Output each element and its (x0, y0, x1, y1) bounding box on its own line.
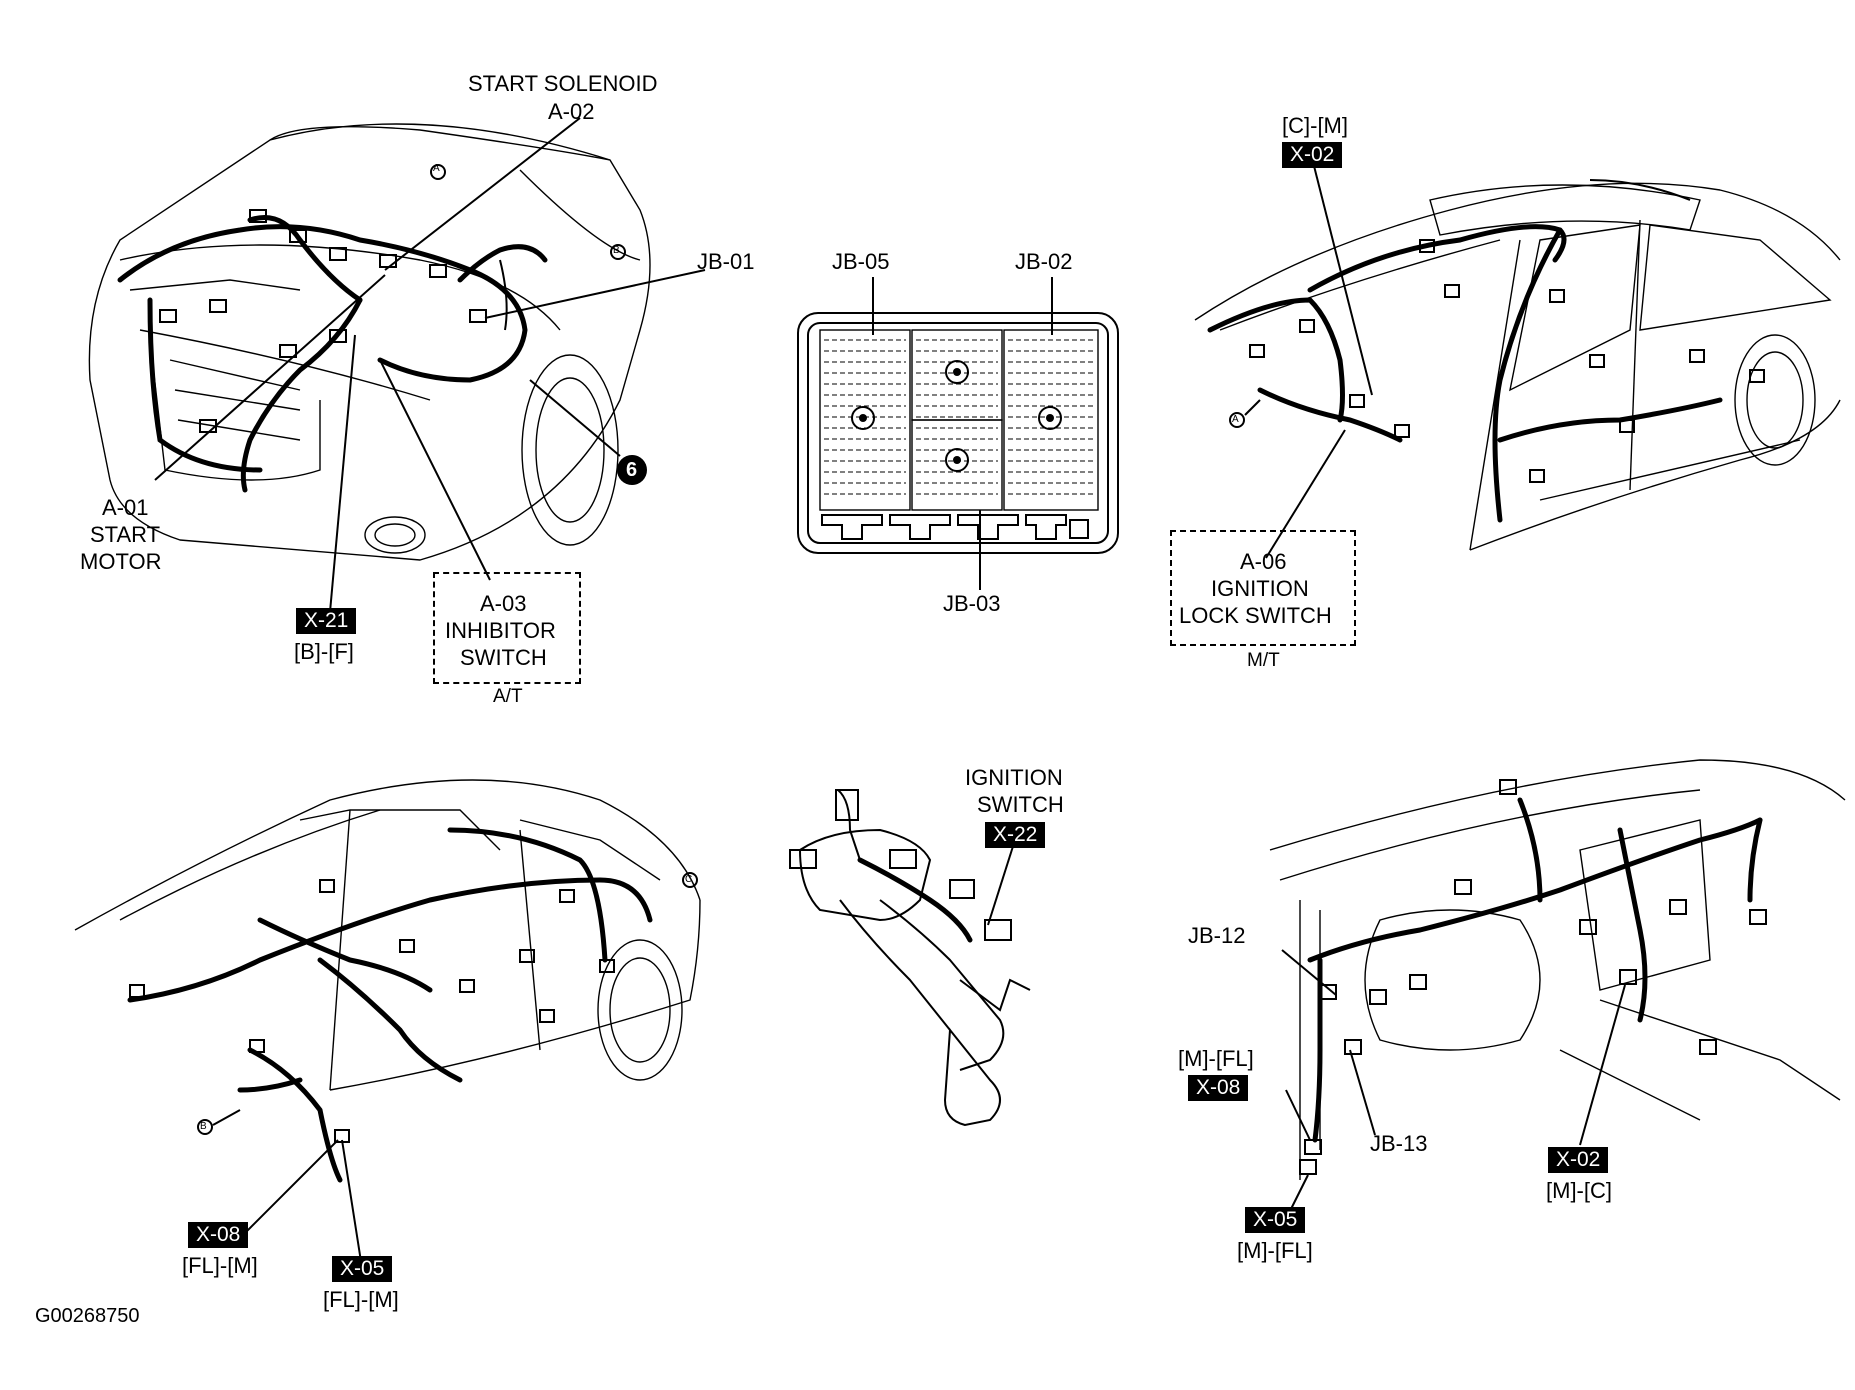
x02-cabin-pins: [C]-[M] (1282, 113, 1348, 138)
ref-c-body: C (685, 874, 693, 885)
jb02-label: JB-02 (1015, 249, 1073, 274)
ref-a-engine: A (433, 163, 440, 174)
inhibitor-dashed-box (433, 572, 581, 684)
start-motor-line2: MOTOR (80, 549, 162, 574)
ignition-lock-code: A-06 (1240, 549, 1287, 574)
start-solenoid-code: A-02 (548, 99, 595, 124)
ref-b-engine: B (613, 245, 620, 256)
x21-pins: [B]-[F] (294, 639, 354, 664)
ignition-lock-line1: IGNITION (1211, 576, 1309, 601)
jb03-label: JB-03 (943, 591, 1001, 616)
x02-dash-pins: [M]-[C] (1546, 1178, 1612, 1203)
inhibitor-line2: SWITCH (460, 645, 547, 670)
start-solenoid-label: START SOLENOID (468, 71, 658, 96)
x05-body-pins: [FL]-[M] (323, 1287, 399, 1312)
x21-code-tag: X-21 (296, 608, 357, 634)
steering-column-drawing (789, 789, 1031, 1127)
x05-dash-code-tag: X-05 (1245, 1207, 1306, 1233)
jb01-label: JB-01 (697, 249, 755, 274)
x08-dash-code-tag: X-08 (1188, 1075, 1249, 1101)
cabin-right-drawing (1194, 161, 1841, 559)
ignition-lock-line2: LOCK SWITCH (1179, 603, 1332, 628)
start-motor-line1: START (90, 522, 161, 547)
jb12-label: JB-12 (1188, 923, 1246, 948)
engine-bay-drawing (88, 117, 706, 613)
ref-a-cabin: A (1232, 414, 1239, 425)
x08-body-pins: [FL]-[M] (182, 1253, 258, 1278)
x08-dash-pins: [M]-[FL] (1178, 1046, 1254, 1071)
jb05-label: JB-05 (832, 249, 890, 274)
jb13-label: JB-13 (1370, 1131, 1428, 1156)
ignition-switch-line1: IGNITION (965, 765, 1063, 790)
x05-body-code-tag: X-05 (332, 1256, 393, 1282)
x05-dash-pins: [M]-[FL] (1237, 1238, 1313, 1263)
x02-dash-code-tag: X-02 (1548, 1147, 1609, 1173)
figure-id: G00268750 (35, 1305, 140, 1327)
inhibitor-code: A-03 (480, 591, 527, 616)
ignition-lock-dashed-box (1170, 530, 1356, 646)
inhibitor-note: A/T (493, 686, 523, 707)
x22-code-tag: X-22 (985, 822, 1046, 848)
ignition-switch-line2: SWITCH (977, 792, 1064, 817)
ref-b-body: B (200, 1121, 207, 1132)
ignition-lock-note: M/T (1247, 650, 1280, 671)
junction-box-drawing (797, 277, 1119, 590)
callout-6: 6 (626, 459, 638, 481)
x02-cabin-code-tag: X-02 (1282, 142, 1343, 168)
x08-body-code-tag: X-08 (188, 1222, 249, 1248)
body-left-drawing (74, 779, 701, 1269)
start-motor-code: A-01 (102, 495, 149, 520)
inhibitor-line1: INHIBITOR (445, 618, 556, 643)
